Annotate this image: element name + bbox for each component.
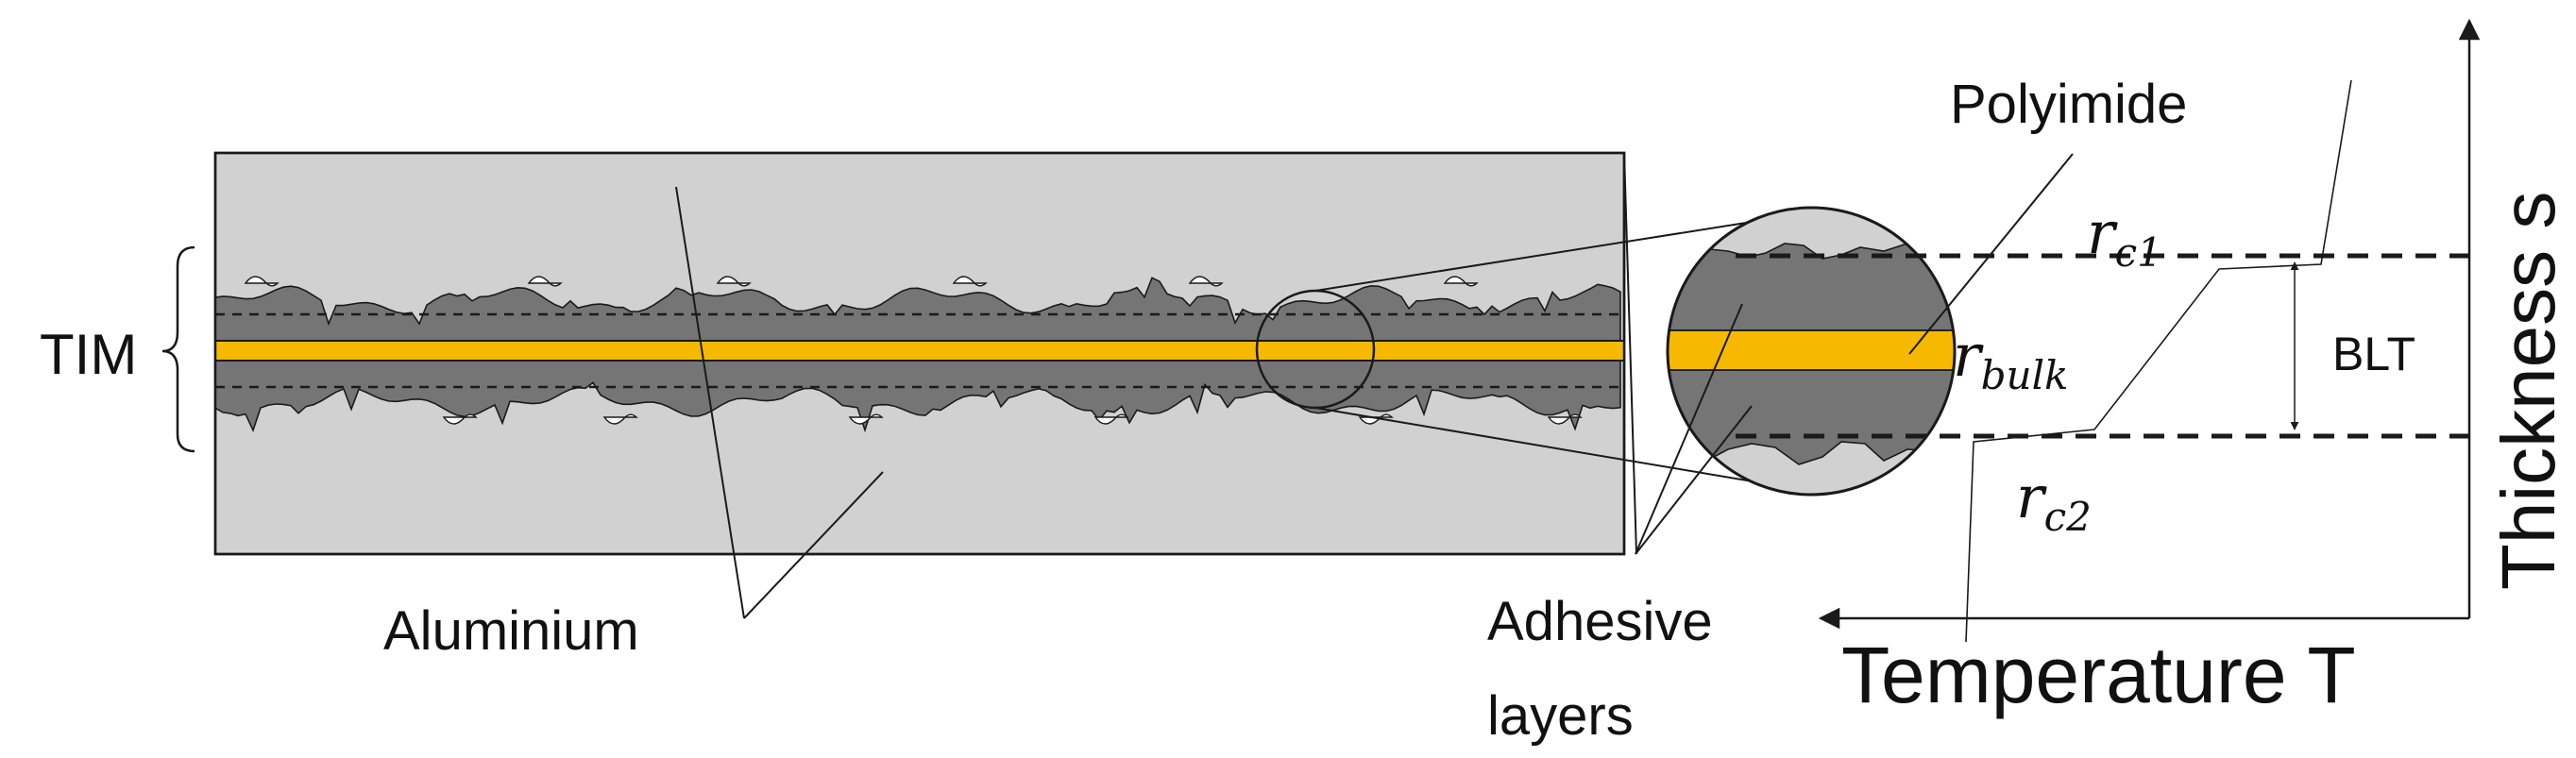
r-bulk-symbol: r bbox=[1953, 321, 1984, 390]
zoom-connector-lines bbox=[1314, 152, 1765, 555]
interface-void bbox=[848, 413, 884, 425]
r-bulk-subscript: bulk bbox=[1981, 352, 2069, 398]
temperature-axis-label: Temperature T bbox=[1841, 631, 2356, 719]
interface-voids bbox=[244, 276, 1583, 425]
r-c2-subscript: c2 bbox=[2044, 494, 2092, 540]
r-c1-label: rc1 bbox=[2087, 198, 2162, 276]
r-c1-symbol: r bbox=[2087, 198, 2118, 267]
interface-void bbox=[952, 276, 988, 287]
temperature-profile bbox=[1965, 79, 2352, 643]
interface-void bbox=[1358, 413, 1394, 425]
interface-void bbox=[1443, 276, 1479, 287]
interface-void bbox=[602, 413, 638, 425]
r-c2-symbol: r bbox=[2016, 463, 2047, 531]
zoom-detail-circle bbox=[1666, 206, 1957, 497]
adhesive-label-line2: layers bbox=[1487, 685, 1634, 747]
thickness-axis-label: Thickness s bbox=[2486, 192, 2570, 590]
interface-void bbox=[1547, 413, 1583, 425]
aluminium-slab bbox=[213, 151, 1626, 556]
r-c1-subscript: c1 bbox=[2115, 229, 2162, 276]
polyimide-leader bbox=[1908, 153, 2074, 355]
interface-void bbox=[1188, 276, 1224, 287]
polyimide-label: Polyimide bbox=[1950, 74, 2187, 135]
tim-label: TIM bbox=[40, 323, 137, 386]
r-c2-label: rc2 bbox=[2016, 463, 2092, 540]
adhesive-label-line1: Adhesive bbox=[1487, 591, 1713, 652]
aluminium-leaders bbox=[675, 186, 884, 619]
interface-void bbox=[527, 276, 563, 287]
interface-void bbox=[716, 276, 752, 287]
polyimide-layer bbox=[215, 340, 1624, 362]
adhesive-leaders bbox=[1635, 303, 1753, 555]
tim-brace bbox=[161, 245, 195, 453]
interface-void bbox=[244, 276, 280, 287]
aluminium-label: Aluminium bbox=[383, 600, 639, 662]
interface-void bbox=[442, 413, 478, 425]
interface-void bbox=[1093, 413, 1129, 425]
zoom-polyimide bbox=[1668, 329, 1955, 371]
r-bulk-label: rbulk bbox=[1953, 321, 2068, 398]
blt-label: BLT bbox=[2332, 328, 2415, 380]
